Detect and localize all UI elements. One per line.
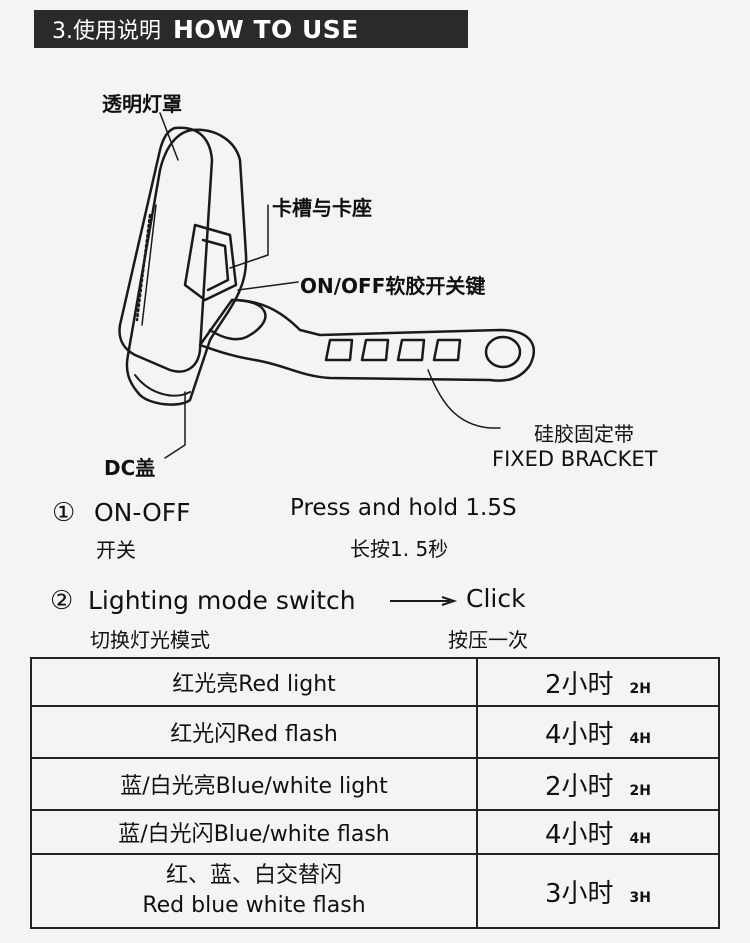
section-header: 3.使用说明 HOW TO USE [34, 10, 468, 48]
strap-hole-2 [360, 338, 390, 362]
lamp-body [125, 128, 248, 406]
mode-cell: 蓝/白光亮Blue/white light [30, 757, 478, 811]
section-title-en: HOW TO USE [173, 14, 359, 44]
bike-light-illustration [118, 112, 535, 459]
label-switch: ON/OFF软胶开关键 [300, 274, 486, 298]
step-2-action-cn: 切换灯光模式 [90, 628, 210, 652]
step-1-method: Press and hold 1.5S [290, 495, 517, 521]
label-strap-en: FIXED BRACKET [492, 447, 658, 471]
step-1-number: ① [52, 498, 76, 528]
label-dc-cover: DC盖 [104, 456, 156, 480]
section-title-cn: 3.使用说明 [52, 19, 161, 44]
clip-ring [208, 298, 267, 341]
strap-shape [198, 298, 535, 382]
label-strap-cn: 硅胶固定带 [534, 422, 634, 446]
label-lens: 透明灯罩 [102, 92, 182, 116]
step-2-action: Lighting mode switch [88, 586, 356, 615]
label-slot: 卡槽与卡座 [272, 196, 372, 220]
lens-shape [118, 126, 214, 373]
mode-cell: 红光闪Red flash [30, 705, 478, 759]
strap-hole-1 [324, 338, 354, 362]
dc-cover-shape [134, 374, 191, 397]
slot-shape [183, 223, 238, 302]
strap-hole-3 [396, 338, 426, 362]
mode-cell: 红光亮Red light [30, 657, 478, 707]
step-1-action-cn: 开关 [96, 538, 136, 562]
strap-hole-5 [484, 335, 522, 369]
step-2-method-cn: 按压一次 [448, 628, 528, 652]
step-1-method-cn: 长按1. 5秒 [350, 537, 449, 561]
step-2-arrow-icon [390, 596, 458, 606]
mode-cell: 蓝/白光闪Blue/white flash [30, 809, 478, 855]
step-2-number: ② [50, 586, 74, 616]
step-1-action: ON-OFF [94, 498, 191, 527]
step-2-method: Click [466, 584, 526, 613]
strap-hole-4 [432, 338, 462, 362]
